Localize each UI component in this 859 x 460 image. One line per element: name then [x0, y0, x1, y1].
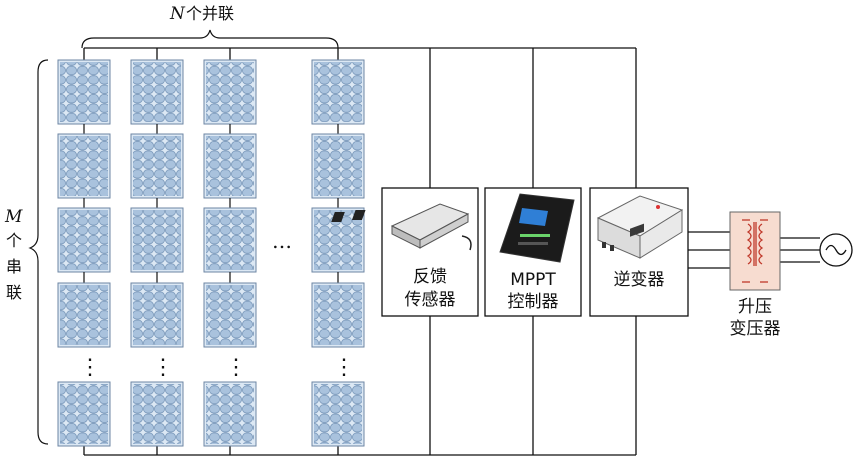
- series-char-3: 联: [6, 283, 22, 302]
- pv-panel: [130, 381, 184, 447]
- sensor-label-1: 反馈: [413, 267, 447, 287]
- inverter-device-icon: [596, 195, 684, 259]
- pv-panel: [203, 381, 257, 447]
- ellipsis-col-2: ⋮: [152, 355, 174, 380]
- dc-bus-wiring: [83, 47, 820, 456]
- sensor-device-icon: [331, 203, 472, 251]
- pv-panel: [57, 207, 111, 273]
- pv-panel: [311, 282, 365, 348]
- pv-panel: [203, 207, 257, 273]
- pv-panel: [130, 59, 184, 125]
- mppt-device-icon: [499, 193, 575, 263]
- parallel-count-label: N 个并联: [169, 4, 234, 24]
- transformer-label-1: 升压: [738, 297, 772, 317]
- pv-panel: [57, 381, 111, 447]
- series-char-1: 个: [6, 231, 22, 250]
- transformer-coil-icon: [742, 219, 768, 283]
- mppt-label-2: 控制器: [508, 292, 559, 312]
- pv-panel: [203, 133, 257, 199]
- pv-panel: [311, 133, 365, 199]
- series-count-label: M 个 串 联: [4, 207, 23, 302]
- parallel-var: N: [169, 4, 186, 24]
- mppt-controller-block: MPPT 控制器: [484, 187, 582, 317]
- ellipsis-col-4: ⋮: [333, 355, 355, 380]
- step-up-transformer: 升压 变压器: [729, 211, 781, 339]
- pv-panel: [130, 133, 184, 199]
- pv-panel: [57, 59, 111, 125]
- pv-panel: [311, 59, 365, 125]
- ac-source-icon: [819, 233, 853, 267]
- series-brace: [28, 59, 49, 445]
- series-var: M: [4, 207, 23, 227]
- pv-panel: [130, 282, 184, 348]
- pv-panel: [130, 207, 184, 273]
- pv-panel: [203, 282, 257, 348]
- ellipsis-col-3: ⋮: [225, 355, 247, 380]
- inverter-label: 逆变器: [614, 270, 665, 290]
- pv-panel: [311, 381, 365, 447]
- ellipsis-horizontal: …: [272, 229, 292, 253]
- feedback-sensor-block: 反馈 传感器: [331, 187, 479, 317]
- parallel-text: 个并联: [186, 4, 234, 23]
- inverter-block: 逆变器: [589, 187, 689, 317]
- pv-panel: [203, 59, 257, 125]
- array-ellipses: ⋮ ⋮ ⋮ ⋮ …: [79, 229, 355, 380]
- mppt-label-1: MPPT: [510, 270, 556, 290]
- transformer-label-2: 变压器: [730, 319, 781, 339]
- ellipsis-col-1: ⋮: [79, 355, 101, 380]
- sensor-label-2: 传感器: [405, 290, 456, 310]
- pv-panel-array: [57, 59, 365, 447]
- pv-panel: [57, 133, 111, 199]
- parallel-brace: [81, 29, 339, 49]
- pv-panel: [57, 282, 111, 348]
- series-char-2: 串: [6, 257, 22, 276]
